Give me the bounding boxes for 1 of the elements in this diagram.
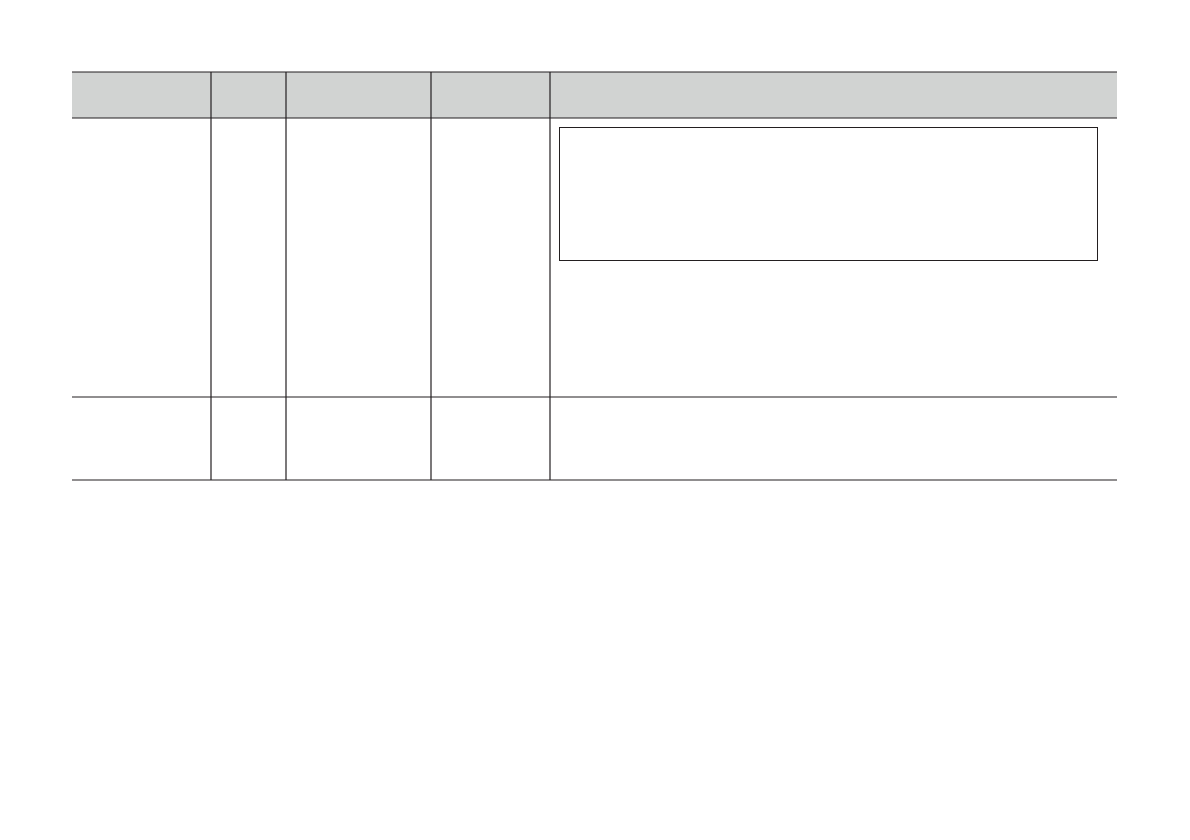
empty-box [559,127,1098,261]
